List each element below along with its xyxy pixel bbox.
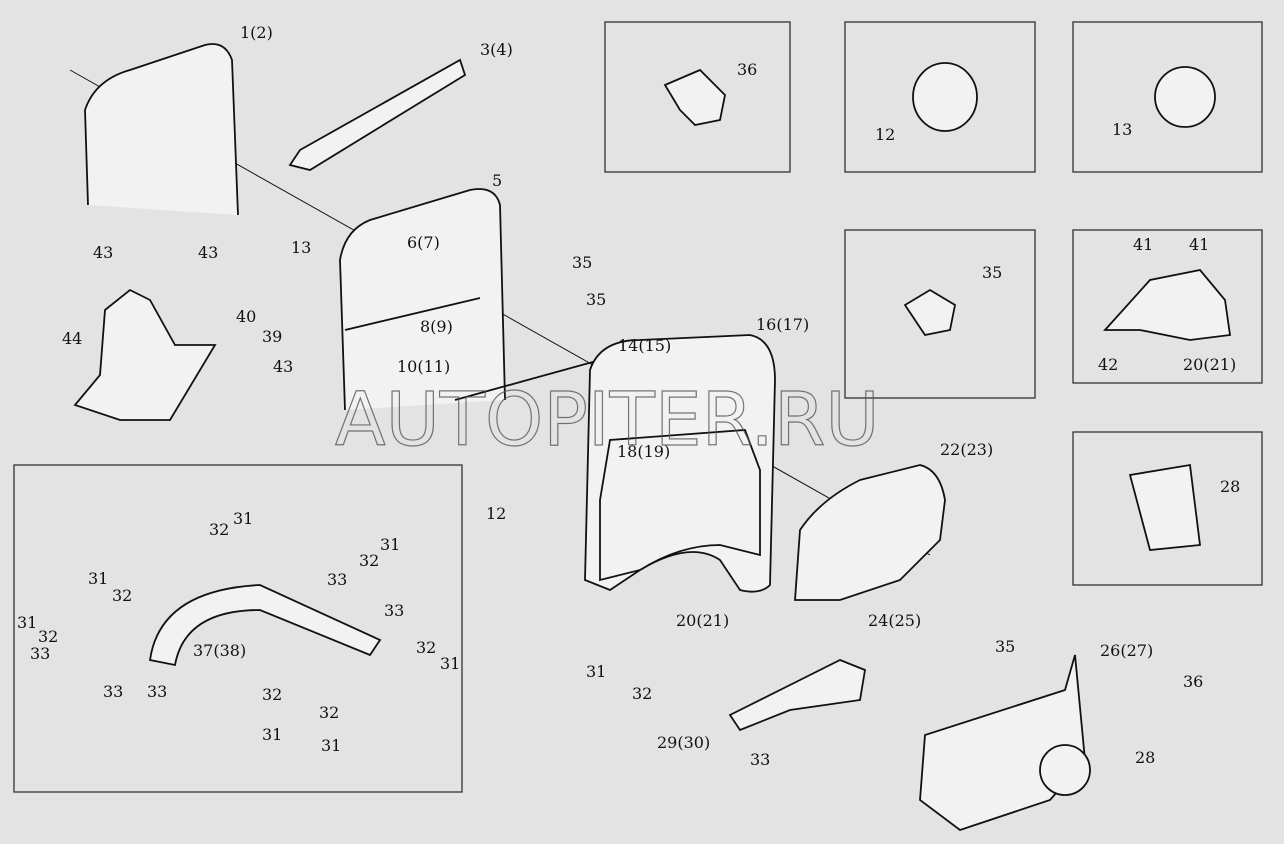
callout-label: 37(38) (193, 641, 246, 660)
callout-label: 29(30) (657, 733, 710, 752)
callout-label: 14(15) (618, 336, 671, 355)
callout-label: 40 (236, 307, 256, 326)
callout-label: 28 (1220, 477, 1240, 496)
belt-molding-14 (454, 359, 601, 401)
armrest-37 (148, 584, 382, 667)
callout-label: 32 (112, 586, 132, 605)
callout-label: 33 (327, 570, 347, 589)
callout-label: 36 (737, 60, 757, 79)
callout-label: 32 (209, 520, 229, 539)
bracket-44 (73, 288, 217, 421)
detail-box-clip-36 (604, 21, 791, 173)
callout-label: 31 (321, 736, 341, 755)
clip-36-detail (663, 68, 726, 126)
callout-label: 6(7) (407, 233, 440, 252)
callout-label: 10(11) (397, 357, 450, 376)
detail-box-clip-35 (844, 229, 1036, 399)
callout-label: 35 (572, 253, 592, 272)
callout-label: 35 (982, 263, 1002, 282)
callout-label: 36 (1183, 672, 1203, 691)
callout-label: 20(21) (676, 611, 729, 630)
belt-molding-8 (344, 297, 481, 331)
plug-12-detail (912, 62, 978, 132)
callout-label: 1(2) (240, 23, 273, 42)
callout-label: 31 (88, 569, 108, 588)
door-frame-seal-5 (339, 188, 506, 411)
callout-label: 32 (319, 703, 339, 722)
callout-label: 42 (1098, 355, 1118, 374)
callout-label: 43 (273, 357, 293, 376)
callout-label: 33 (147, 682, 167, 701)
callout-labels: 1(2) 3(4) 5 6(7) 13 35 35 8(9) 10(11) 14(15) 16(17… (17, 23, 1240, 769)
callout-label: 31 (17, 613, 37, 632)
callout-label: 35 (995, 637, 1015, 656)
callout-label: 41 (1133, 235, 1153, 254)
door-lock-20-detail (1102, 269, 1232, 341)
callout-label: 44 (62, 329, 82, 348)
strip-3 (288, 58, 467, 171)
callout-label: 41 (1189, 235, 1209, 254)
callout-label: 5 (492, 171, 502, 190)
callout-label: 32 (416, 638, 436, 657)
detail-box-armrest-37 (13, 464, 463, 793)
callout-label: 13 (291, 238, 311, 257)
callout-label: 16(17) (756, 315, 809, 334)
callout-label: 33 (30, 644, 50, 663)
detail-box-plug-12 (844, 21, 1036, 173)
callout-label: 33 (750, 750, 770, 769)
callout-label: 31 (233, 509, 253, 528)
callout-label: 28 (1135, 748, 1155, 767)
clip-35-detail (903, 288, 957, 337)
callout-label: 12 (486, 504, 506, 523)
callout-label: 32 (359, 551, 379, 570)
callout-label: 39 (262, 327, 282, 346)
callout-label: 3(4) (480, 40, 513, 59)
parts-drawing (69, 43, 1232, 832)
detail-box-plug-13 (1072, 21, 1263, 173)
callout-label: 13 (1112, 120, 1132, 139)
detail-box-clip-28 (1072, 431, 1263, 586)
clip-28-detail (1128, 463, 1202, 551)
callout-label: 31 (440, 654, 460, 673)
callout-label: 26(27) (1100, 641, 1153, 660)
callout-label: 43 (198, 243, 218, 262)
door-weatherstrip-1 (84, 43, 239, 216)
door-trim-panel-26 (919, 654, 1086, 832)
callout-label: 32 (262, 685, 282, 704)
callout-label: 33 (384, 601, 404, 620)
callout-label: 24(25) (868, 611, 921, 630)
callout-label: 31 (380, 535, 400, 554)
door-inner-panel-18 (599, 429, 761, 582)
callout-label: 35 (586, 290, 606, 309)
callout-label: 22(23) (940, 440, 993, 459)
door-glass-22 (794, 464, 946, 601)
plug-13-detail (1154, 66, 1216, 128)
callout-label: 31 (586, 662, 606, 681)
callout-label: 32 (38, 627, 58, 646)
callout-label: 31 (262, 725, 282, 744)
callout-label: 33 (103, 682, 123, 701)
callout-label: 12 (875, 125, 895, 144)
callout-label: 8(9) (420, 317, 453, 336)
callout-label: 20(21) (1183, 355, 1236, 374)
detail-boxes (13, 21, 1263, 793)
watermark: AUTOPITER.RU (335, 377, 880, 463)
trim-29 (728, 659, 867, 732)
callout-label: 18(19) (617, 442, 670, 461)
detail-box-lock-20 (1072, 229, 1263, 384)
callout-label: 32 (632, 684, 652, 703)
callout-label: 43 (93, 243, 113, 262)
speaker-grille (1039, 744, 1091, 796)
